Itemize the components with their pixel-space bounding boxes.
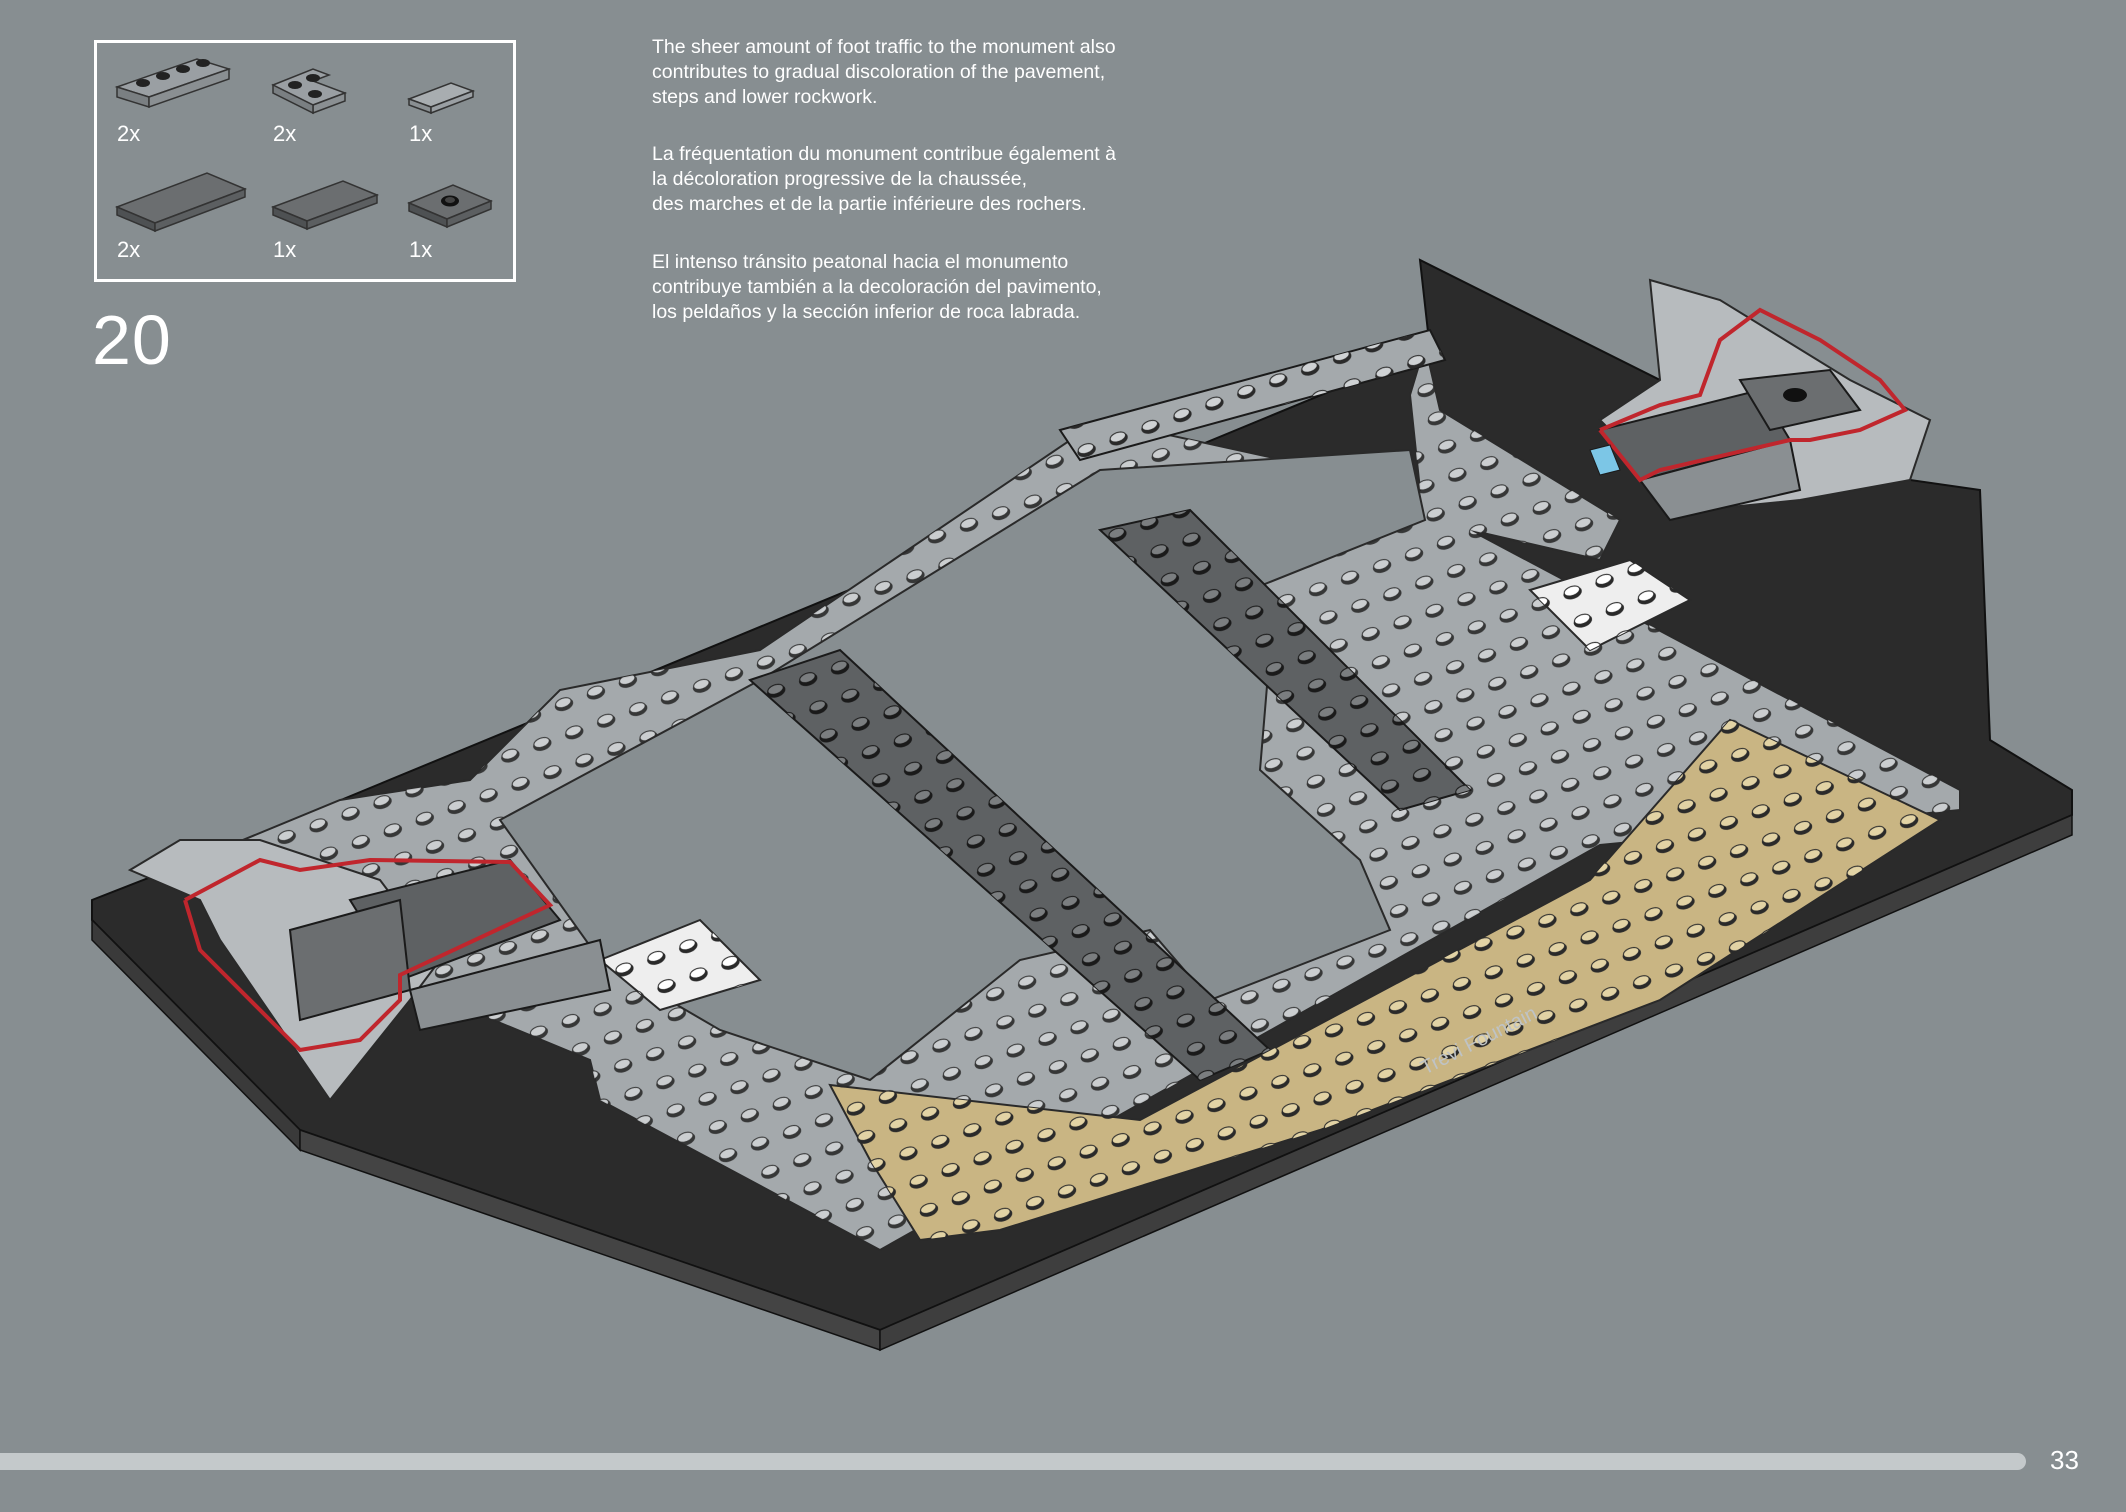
plate-corner-icon xyxy=(271,68,348,115)
tan-pavement xyxy=(828,718,1943,1242)
description-spanish: El intenso tránsito peatonal hacia el mo… xyxy=(652,251,1102,323)
step-number: 20 xyxy=(92,301,172,379)
page-number: 33 xyxy=(2050,1445,2079,1475)
description-french: La fréquentation du monument contribue é… xyxy=(652,143,1116,215)
part-quantity: 1x xyxy=(409,121,433,146)
part-quantity: 2x xyxy=(117,121,141,146)
progress-bar xyxy=(0,1453,2026,1470)
part-quantity: 2x xyxy=(273,121,297,146)
part-quantity: 2x xyxy=(117,237,141,262)
right-steps-assembly xyxy=(1589,278,1932,522)
parts-list-box: 2x 2x 1x 2x 1x xyxy=(94,40,516,282)
dark-gray-beams xyxy=(748,328,1472,1082)
part-quantity: 1x xyxy=(409,237,433,262)
description-english: The sheer amount of foot traffic to the … xyxy=(652,36,1116,108)
tile-2x4-icon xyxy=(114,172,248,233)
highlight-outline-right xyxy=(1598,307,1909,483)
part-quantity: 1x xyxy=(273,237,297,262)
highlight-outline-left xyxy=(183,857,554,1053)
tile-2x3-icon xyxy=(270,180,380,231)
tile-1x2-icon xyxy=(406,82,476,115)
jumper-plate-icon xyxy=(407,184,493,229)
left-steps-assembly xyxy=(127,839,612,1102)
plate-1x4-icon xyxy=(114,58,232,109)
